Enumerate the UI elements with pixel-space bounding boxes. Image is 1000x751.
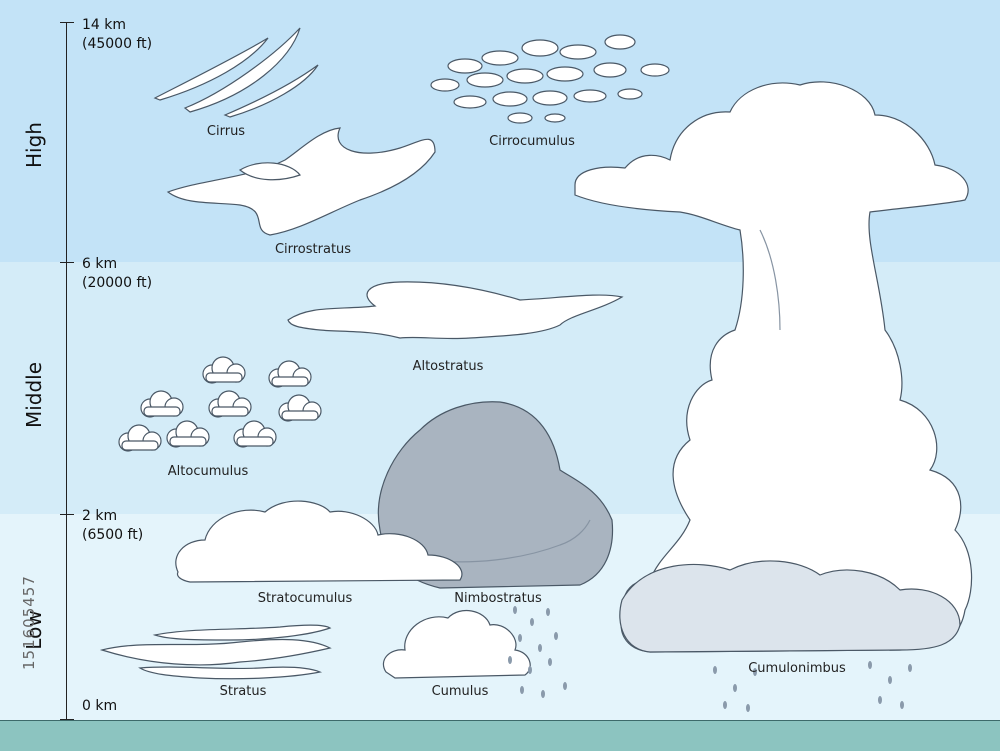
cumulonimbus-cloud [574, 81, 973, 653]
altitude-label-2km: 2 km (6500 ft) [82, 507, 143, 545]
cirrostratus-cloud [166, 127, 436, 236]
cumulus-cloud [382, 609, 531, 679]
zone-label-middle: Middle [22, 361, 46, 429]
label-cumulonimbus: Cumulonimbus [748, 661, 846, 676]
ground [0, 720, 1000, 751]
altitude-label-14km: 14 km (45000 ft) [82, 16, 152, 54]
tick-6km [60, 262, 74, 263]
label-altocumulus: Altocumulus [167, 464, 249, 479]
altitude-ft: (45000 ft) [82, 36, 153, 52]
altitude-km: 6 km [82, 256, 118, 272]
altitude-ft: (20000 ft) [82, 275, 153, 291]
altitude-km: 0 km [82, 698, 118, 714]
tick-14km [60, 22, 74, 23]
label-cirrostratus: Cirrostratus [274, 242, 352, 257]
tick-0km [60, 719, 74, 720]
tick-2km [60, 514, 74, 515]
label-cumulus: Cumulus [431, 684, 489, 699]
watermark-id: 151605457 [20, 575, 38, 670]
altitude-km: 14 km [82, 17, 127, 33]
stratocumulus-cloud [175, 500, 463, 583]
label-cirrocumulus: Cirrocumulus [489, 134, 575, 149]
label-altostratus: Altostratus [412, 359, 484, 374]
altitude-ft: (6500 ft) [82, 527, 144, 543]
altitude-axis [66, 22, 67, 720]
altitude-km: 2 km [82, 508, 118, 524]
label-stratocumulus: Stratocumulus [257, 591, 353, 606]
label-nimbostratus: Nimbostratus [454, 591, 542, 606]
altocumulus-cloud [118, 356, 322, 452]
label-stratus: Stratus [219, 684, 267, 699]
altostratus-cloud [287, 281, 624, 340]
rain-drops [508, 606, 912, 712]
stratus-cloud [99, 624, 332, 680]
cirrocumulus-cloud [430, 34, 670, 124]
altitude-label-0km: 0 km [82, 697, 117, 716]
label-cirrus: Cirrus [206, 124, 246, 139]
cirrus-cloud [153, 27, 319, 118]
nimbostratus-cloud [377, 401, 614, 589]
zone-label-high: High [22, 122, 46, 168]
altitude-label-6km: 6 km (20000 ft) [82, 255, 152, 293]
